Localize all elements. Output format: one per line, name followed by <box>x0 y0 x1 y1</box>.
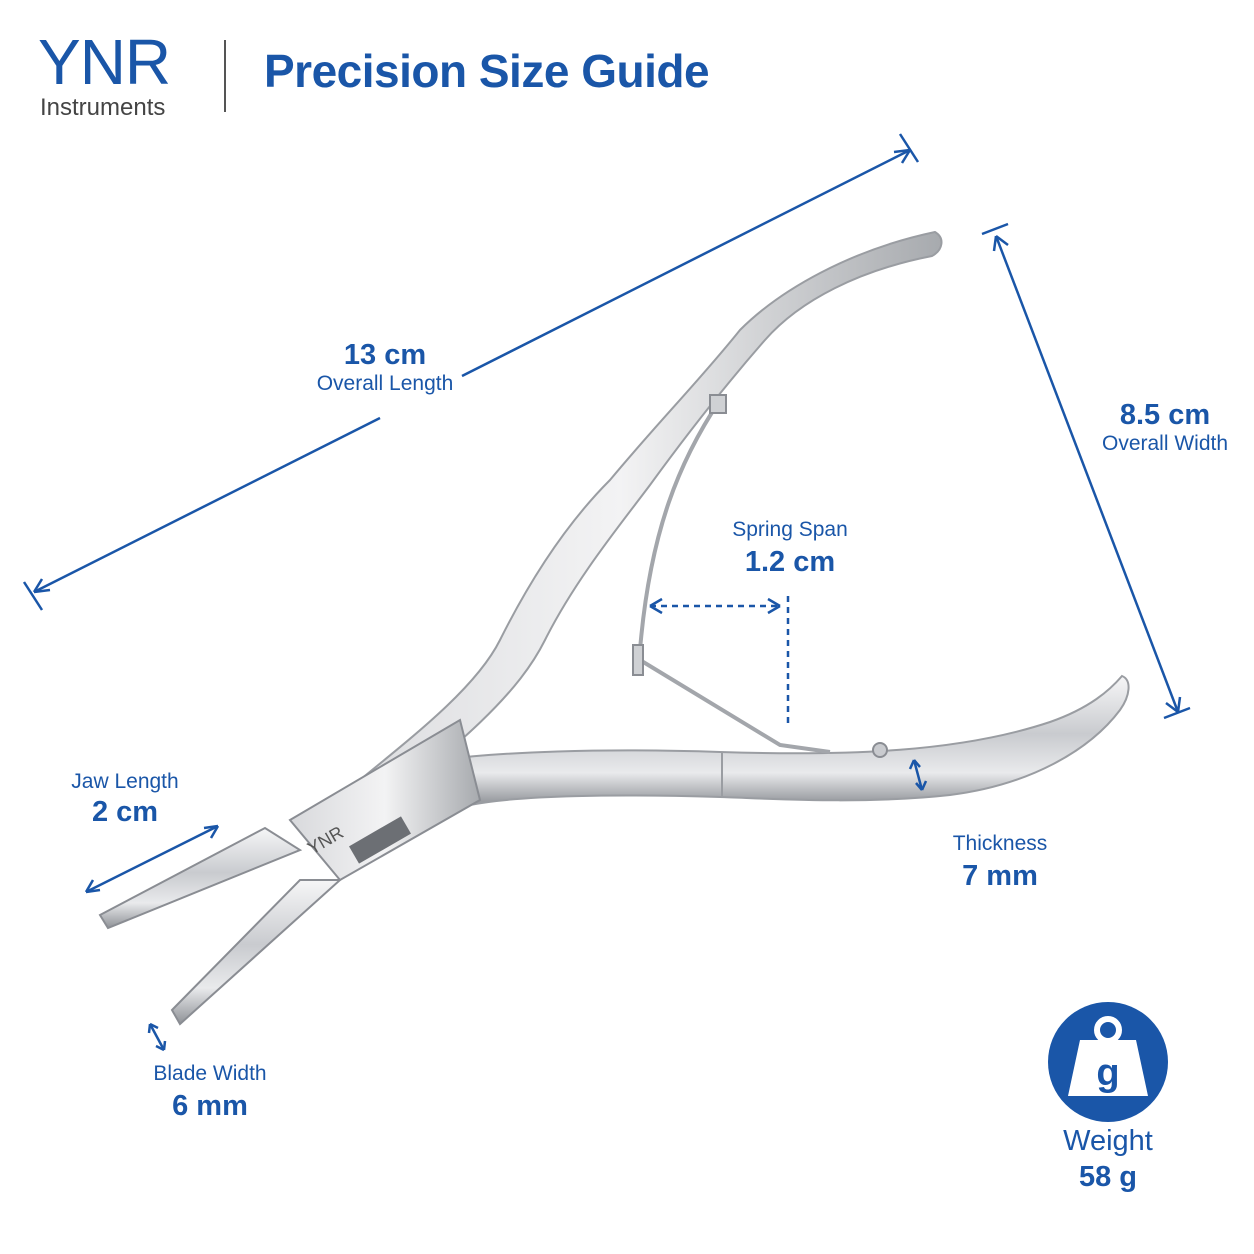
jaw-length-label: Jaw Length 2 cm <box>40 770 210 829</box>
spring-span-arrows <box>649 597 781 615</box>
weight-icon-letter: g <box>1096 1052 1119 1094</box>
dimension-lines <box>22 133 1191 1052</box>
overall-width-label: 8.5 cm Overall Width <box>1090 399 1240 455</box>
blade-width-line <box>147 1022 167 1052</box>
thickness-line <box>908 759 928 791</box>
weight-value: 58 g <box>1078 1160 1138 1193</box>
overall-width-caption: Overall Width <box>1101 431 1229 455</box>
spring-span-caption: Spring Span <box>732 518 848 541</box>
thickness-value: 7 mm <box>962 860 1038 893</box>
spring-span-label: Spring Span 1.2 cm <box>710 518 870 579</box>
overall-length-caption: Overall Length <box>316 371 454 395</box>
spring-span-value: 1.2 cm <box>744 546 836 579</box>
overall-width-value: 8.5 cm <box>1119 399 1211 431</box>
weight-caption: Weight <box>1063 1125 1153 1157</box>
weight-label: Weight 58 g <box>1040 1125 1176 1194</box>
blade-width-label: Blade Width 6 mm <box>140 1062 280 1123</box>
brand-logo: YNR <box>38 26 171 98</box>
brand-subtitle: Instruments <box>40 94 166 121</box>
thickness-caption: Thickness <box>952 832 1048 855</box>
jaw-length-value: 2 cm <box>91 796 159 829</box>
spring <box>632 394 831 754</box>
weight-icon: g <box>1048 1002 1168 1122</box>
page-title: Precision Size Guide <box>264 45 710 97</box>
header-divider <box>224 40 226 112</box>
lower-jaw <box>170 879 343 1026</box>
jaw-length-caption: Jaw Length <box>71 770 179 793</box>
jaw-length-line <box>84 824 220 894</box>
lower-handle <box>438 674 1130 807</box>
blade-width-caption: Blade Width <box>153 1062 267 1085</box>
thickness-label: Thickness 7 mm <box>930 832 1070 893</box>
overall-length-label: 13 cm Overall Length <box>300 339 470 395</box>
pliers-joint <box>288 718 482 882</box>
overall-length-value: 13 cm <box>343 339 427 371</box>
overall-width-line <box>981 222 1191 720</box>
spring-span-line <box>650 596 790 728</box>
blade-width-value: 6 mm <box>172 1090 248 1123</box>
upper-jaw <box>98 826 303 930</box>
overall-length-line <box>22 133 920 611</box>
